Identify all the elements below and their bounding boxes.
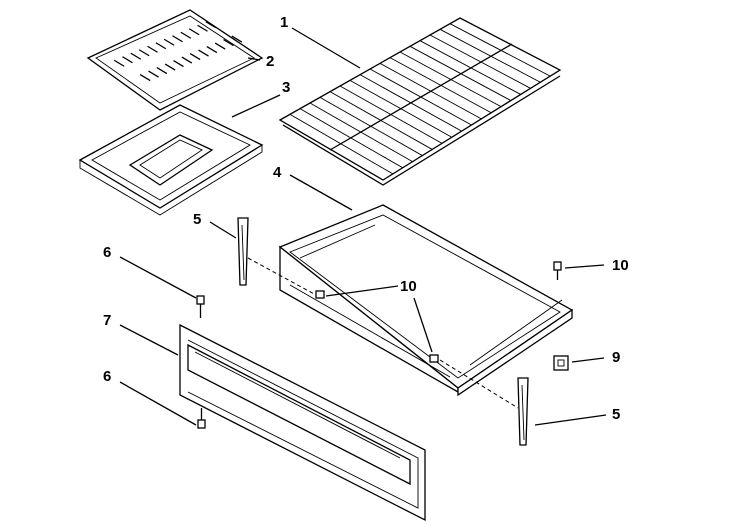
grid-slot [122, 56, 133, 64]
grid-slot [231, 35, 243, 43]
grid-slot [180, 31, 192, 39]
grid-slot [223, 38, 234, 47]
screw-drawer-left [315, 290, 325, 299]
callout-2: 2 [266, 53, 274, 70]
callout-5-left: 5 [193, 211, 201, 228]
grid-slot [188, 28, 200, 36]
grid-slot [156, 66, 168, 75]
screw-drawer-mid [429, 354, 439, 363]
callout-5-right: 5 [612, 406, 620, 423]
leader-lines [119, 27, 607, 426]
grid-slot [181, 56, 193, 64]
grid-slot [206, 45, 218, 54]
callout-10-right: 10 [612, 257, 629, 274]
grid-slot [173, 59, 184, 68]
broiler-pan [78, 104, 264, 216]
grid-slot [139, 73, 151, 82]
grid-slot [163, 38, 175, 46]
grid-slot [148, 70, 159, 78]
callout-7: 7 [103, 312, 111, 329]
grid-slot [205, 21, 217, 29]
grid-slot [214, 42, 226, 50]
screw-right [553, 261, 562, 280]
grid-slot [197, 24, 208, 32]
screw-bottom [197, 408, 206, 429]
drawer-slide-left [237, 217, 249, 286]
grid-slot [138, 49, 150, 57]
rack-wire [289, 113, 394, 175]
grid-slot [189, 52, 201, 61]
screw-top [196, 295, 205, 318]
drawer-slide-right [517, 377, 529, 446]
callout-6-top: 6 [103, 244, 111, 261]
grid-slot [172, 35, 183, 43]
rack-wire [449, 23, 551, 77]
callout-4: 4 [273, 164, 282, 181]
callout-3: 3 [282, 79, 290, 96]
callout-9: 9 [612, 349, 620, 366]
broiler-grid [86, 9, 264, 111]
grid-slot [130, 52, 142, 60]
grid-slot [147, 45, 158, 53]
oven-rack [278, 17, 562, 186]
grid-slot [198, 49, 209, 57]
rack-wire [439, 28, 541, 83]
clip [553, 355, 569, 371]
storage-drawer [278, 204, 574, 397]
rack-wire [429, 34, 531, 89]
callout-1: 1 [280, 14, 288, 31]
drawer-front-panel [179, 323, 426, 522]
callout-10-center: 10 [400, 278, 417, 295]
alignment-line-left [247, 257, 317, 296]
grid-slot [113, 59, 125, 67]
grid-slot [164, 63, 176, 71]
alignment-line-right [439, 359, 519, 409]
grid-slot [155, 42, 167, 50]
callout-6-bottom: 6 [103, 368, 111, 385]
